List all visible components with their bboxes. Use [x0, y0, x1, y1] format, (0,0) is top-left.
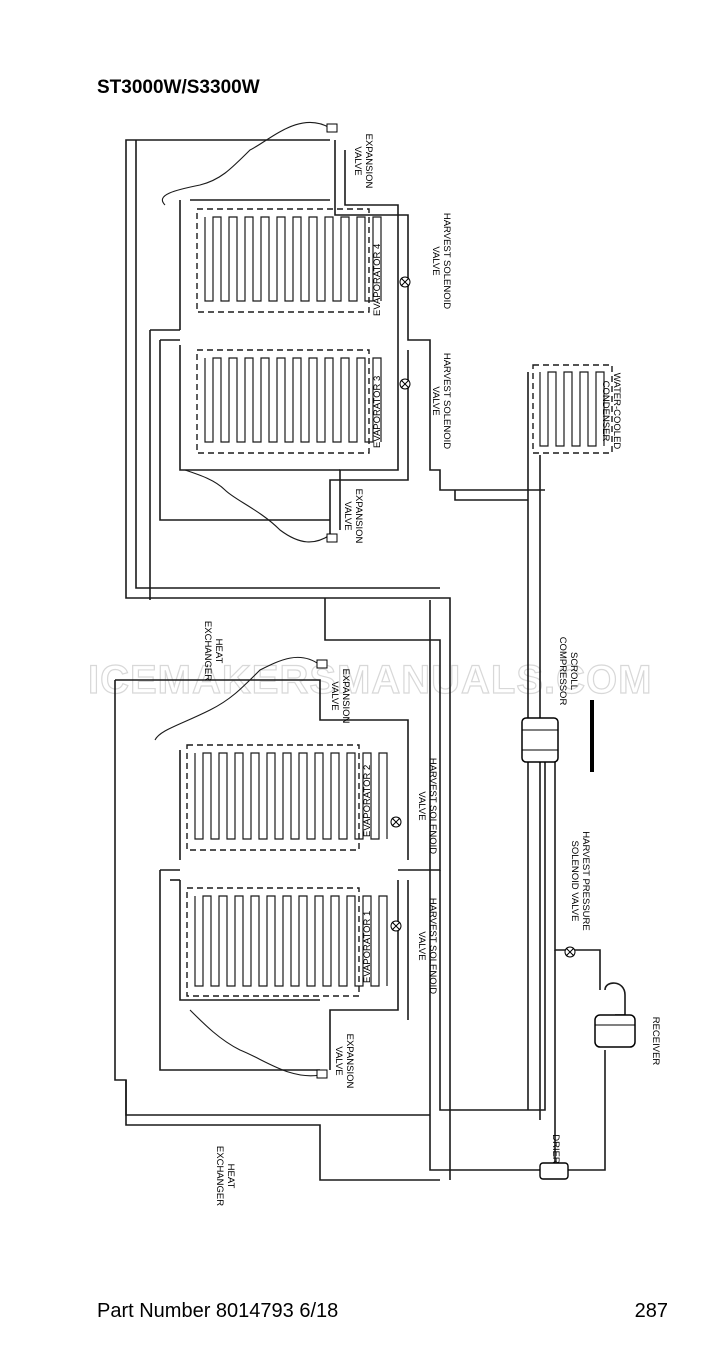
evaporator-4-coil: [204, 216, 382, 302]
evaporator-2-coil: [194, 752, 388, 840]
page-title: ST3000W/S3300W: [97, 77, 260, 98]
evaporator-1-coil: [194, 895, 388, 987]
harvest-solenoid-3-label: HARVEST SOLENOID VALVE: [430, 352, 452, 450]
expansion-valve-2-label: EXPANSION VALVE: [329, 668, 351, 724]
lower-piping: [114, 598, 606, 1181]
evaporator-4-label: EVAPORATOR 4: [372, 244, 383, 316]
harvest-solenoid-4-valve: [399, 276, 411, 288]
evaporator-3-label: EVAPORATOR 3: [372, 376, 383, 448]
evaporator-2-label: EVAPORATOR 2: [362, 765, 373, 837]
part-number: Part Number 8014793 6/18: [97, 1300, 339, 1322]
harvest-solenoid-1-valve: [390, 920, 402, 932]
expansion-valve-3-icon: [326, 533, 338, 543]
evaporator-1-box: [186, 887, 360, 997]
expansion-valve-2-icon: [316, 659, 328, 669]
condenser-coil: [539, 371, 605, 447]
scroll-compressor-label: SCROLL COMPRESSOR: [557, 636, 579, 706]
harvest-solenoid-3-valve: [399, 378, 411, 390]
heat-exchanger-bottom-label: HEAT EXCHANGER: [214, 1145, 236, 1207]
condenser-box: [532, 364, 613, 454]
receiver-label: RECEIVER: [650, 1016, 661, 1066]
evaporator-3-coil: [204, 357, 382, 443]
upper-piping: [125, 121, 545, 1180]
expansion-valve-1-label: EXPANSION VALVE: [333, 1033, 355, 1089]
harvest-pressure-solenoid-valve: [564, 946, 576, 958]
page-number: 287: [634, 1300, 668, 1322]
harvest-pressure-solenoid-label: HARVEST PRESSURE SOLENOID VALVE: [569, 831, 591, 931]
expansion-valve-3-label: EXPANSION VALVE: [342, 488, 364, 544]
evaporator-2-box: [186, 744, 360, 851]
drier: [539, 1162, 569, 1180]
evaporator-3-box: [196, 349, 370, 454]
evaporator-1-label: EVAPORATOR 1: [362, 911, 373, 983]
scroll-compressor: [521, 700, 594, 772]
water-cooled-condenser-label: WATER-COOLED CONDENSER: [600, 372, 622, 450]
harvest-solenoid-4-label: HARVEST SOLENOID VALVE: [430, 212, 452, 310]
harvest-solenoid-2-valve: [390, 816, 402, 828]
evaporator-4-box: [196, 208, 370, 313]
expansion-valve-4-icon: [326, 123, 338, 133]
drier-label: DRIER: [550, 1134, 561, 1164]
heat-exchanger-top-label: HEAT EXCHANGER: [202, 620, 224, 682]
expansion-valve-4-label: EXPANSION VALVE: [352, 133, 374, 189]
receiver: [594, 982, 636, 1048]
harvest-solenoid-2-label: HARVEST SOLENOID VALVE: [416, 757, 438, 855]
harvest-solenoid-1-label: HARVEST SOLENOID VALVE: [416, 897, 438, 995]
expansion-valve-1-icon: [316, 1069, 328, 1079]
